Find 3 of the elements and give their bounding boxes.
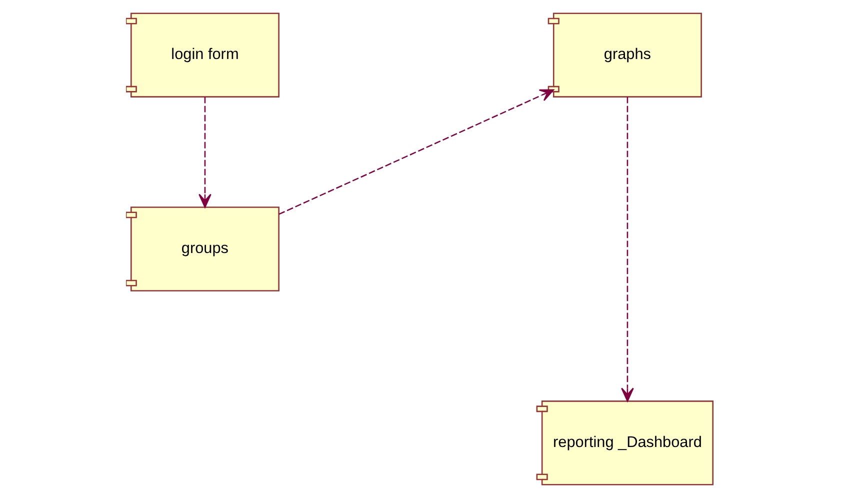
arrow bbox=[198, 96, 212, 208]
arrow bbox=[621, 96, 634, 402]
arrow bbox=[278, 89, 554, 215]
